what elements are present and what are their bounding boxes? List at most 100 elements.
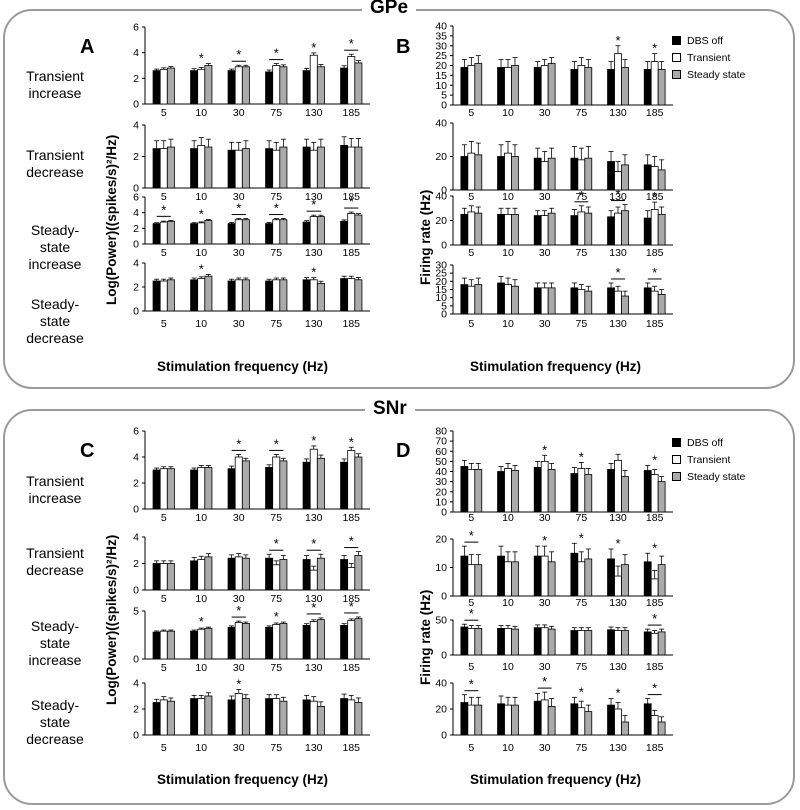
x-tick-label: 185 [646, 661, 664, 673]
x-tick-label: 5 [161, 318, 167, 330]
bar [511, 285, 519, 315]
bar [190, 698, 199, 736]
y-tick-label: 20 [435, 486, 447, 498]
bar [190, 560, 199, 591]
bar [511, 213, 519, 246]
bar [614, 630, 622, 656]
bar [354, 555, 363, 591]
x-tick-label: 30 [539, 661, 551, 673]
bar [657, 564, 666, 597]
bar [159, 468, 168, 510]
bar [547, 157, 556, 191]
bar [272, 279, 281, 312]
bar [340, 278, 349, 312]
bar [227, 149, 236, 189]
legend-item: Steady state [672, 66, 745, 83]
bar [279, 559, 288, 591]
bar [197, 145, 206, 189]
bar [511, 470, 519, 513]
y-tick-label: 15 [435, 70, 447, 82]
y-tick-label: 80 [435, 426, 447, 438]
bar [607, 161, 615, 191]
bar [504, 213, 512, 246]
y-tick-label: 20 [435, 276, 447, 288]
bar [607, 469, 615, 513]
bar [621, 67, 629, 106]
y-tick-label: 2 [133, 223, 139, 235]
bar [354, 146, 363, 189]
bar [241, 279, 250, 312]
y-tick-label: 2 [133, 704, 139, 716]
significance-star: * [236, 47, 241, 62]
significance-star: * [349, 434, 354, 449]
bar [309, 569, 318, 591]
y-tick-label: 0 [133, 306, 139, 318]
significance-star: * [652, 611, 657, 626]
x-tick-label: 10 [195, 593, 207, 605]
y-tick-label: 30 [435, 40, 447, 52]
bar [204, 466, 213, 510]
x-tick-label: 5 [161, 593, 167, 605]
bar [621, 295, 629, 315]
bar [166, 146, 175, 189]
bar [614, 575, 622, 597]
y-tick-label: 40 [435, 21, 447, 33]
significance-star: * [652, 41, 657, 56]
bar [467, 628, 476, 656]
bar [643, 561, 652, 597]
bar [460, 555, 469, 597]
bar [533, 157, 542, 191]
bar [474, 154, 483, 191]
bar [650, 715, 659, 736]
bar [234, 219, 243, 245]
y-tick-label: 25 [435, 50, 447, 62]
bar [190, 148, 199, 189]
bar [354, 618, 363, 660]
bar [204, 695, 213, 736]
bar [643, 703, 652, 736]
bar [197, 628, 206, 660]
bar [152, 563, 161, 591]
x-tick-label: 30 [539, 742, 551, 754]
bar [152, 70, 161, 105]
bar [460, 626, 469, 656]
bar [340, 625, 349, 660]
significance-star: * [652, 452, 657, 467]
significance-star: * [579, 188, 584, 203]
row-label-steady-state-increase: Steady- state increase [28, 222, 82, 272]
x-tick-label: 130 [609, 512, 627, 524]
bar [272, 456, 281, 510]
x-tick-label: 30 [233, 318, 245, 330]
bar [227, 626, 236, 660]
bar [309, 54, 318, 105]
x-tick-label: 5 [468, 742, 474, 754]
y-tick-label: 20 [435, 151, 447, 163]
bar [577, 289, 586, 315]
x-tick-label: 185 [342, 318, 360, 330]
y-tick-label: 4 [133, 120, 139, 132]
x-tick-label: 30 [233, 191, 245, 203]
x-tick-label: 10 [502, 742, 514, 754]
x-tick-label: 130 [609, 661, 627, 673]
bar [347, 567, 356, 591]
bar [272, 149, 281, 189]
y-tick-label: 5 [441, 90, 447, 102]
significance-star: * [542, 533, 547, 548]
bar [474, 63, 483, 106]
x-tick-label: 130 [305, 247, 323, 259]
y-tick-label: 4 [133, 678, 139, 690]
bar [577, 159, 586, 191]
y-tick-label: 0 [441, 591, 447, 603]
bar [302, 461, 311, 510]
bar [241, 623, 250, 660]
legend-label: Steady state [687, 470, 746, 483]
significance-star: * [311, 536, 316, 551]
bar [347, 56, 356, 105]
bar [227, 468, 236, 510]
x-tick-label: 10 [195, 247, 207, 259]
bar [152, 702, 161, 736]
x-axis-title-c: Stimulation frequency (Hz) [157, 772, 329, 787]
